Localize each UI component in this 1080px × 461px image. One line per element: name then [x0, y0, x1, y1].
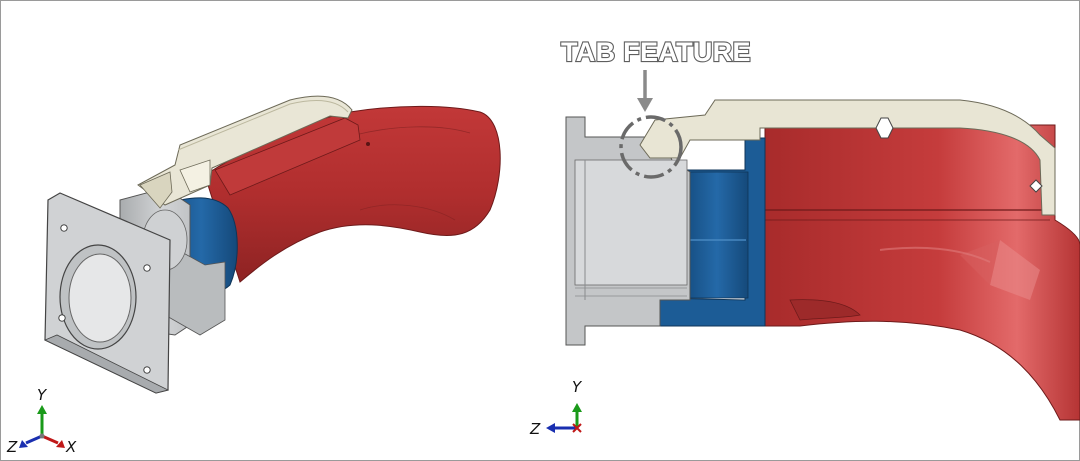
triad-right-z-label: Z — [529, 420, 541, 438]
triad-left-x-label: X — [65, 438, 77, 456]
section-sleeve-bore[interactable] — [685, 171, 749, 299]
axis-triad-right: Y Z — [529, 378, 583, 438]
triad-right-z-arrowhead — [546, 423, 555, 433]
callout-arrow-head — [637, 98, 653, 112]
triad-left-x-arrowhead — [56, 440, 65, 448]
triad-right-y-arrowhead — [572, 403, 582, 412]
triad-left-y-arrowhead — [37, 405, 47, 414]
triad-left-z-axis — [25, 434, 43, 445]
section-red-housing[interactable] — [764, 124, 1080, 421]
section-hex-hole — [875, 117, 894, 139]
triad-right-y-label: Y — [572, 378, 583, 396]
section-view-assembly[interactable]: TAB FEATURE — [560, 36, 1080, 421]
section-latch-tab[interactable] — [639, 99, 1056, 216]
section-diamond-hole — [1029, 179, 1043, 193]
iso-view-assembly[interactable] — [44, 95, 501, 394]
triad-left-y-label: Y — [37, 386, 48, 404]
tab-feature-highlight-circle — [619, 115, 683, 179]
triad-left-z-arrowhead — [19, 440, 28, 448]
tab-feature-label: TAB FEATURE — [561, 37, 751, 67]
triad-left-z-label: Z — [6, 438, 18, 456]
axis-triad-left: Y Z X — [6, 386, 77, 456]
triad-left-x-axis — [41, 434, 59, 445]
